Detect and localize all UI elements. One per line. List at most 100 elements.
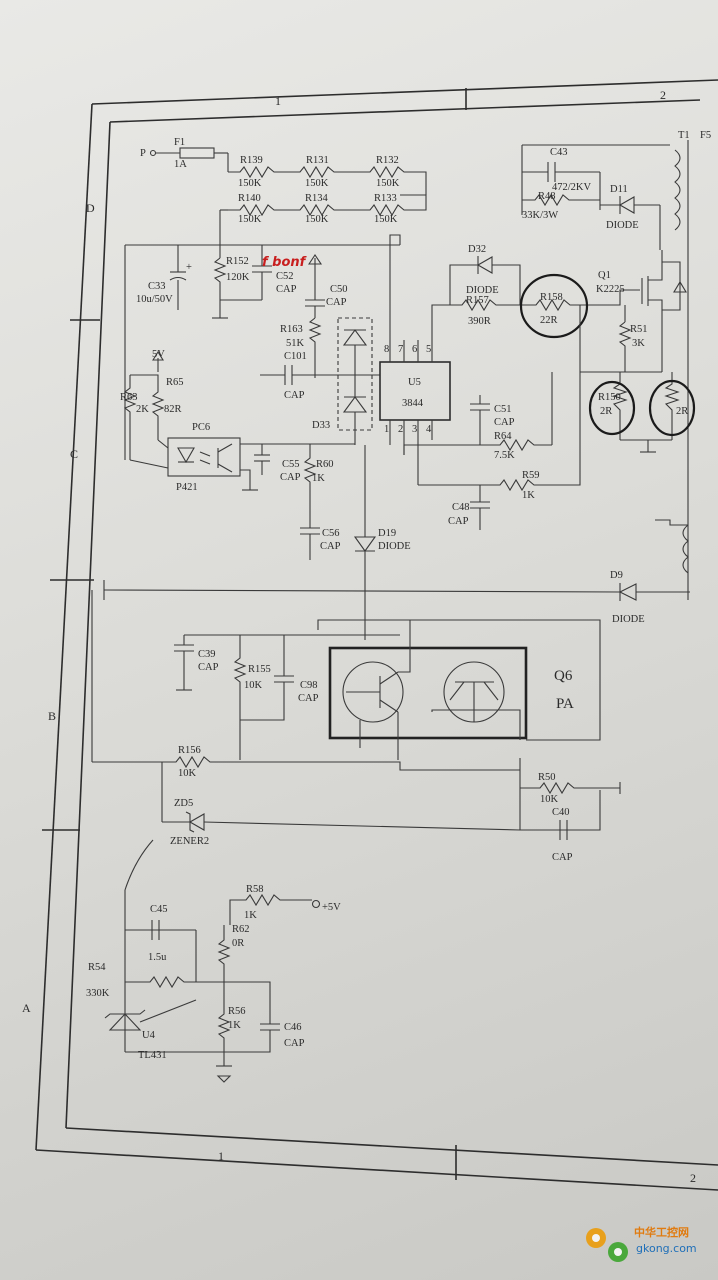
u5-ref: U5 (408, 377, 421, 388)
handwritten-note: f bonf (262, 255, 308, 270)
c45-value: 1.5u (148, 952, 167, 963)
c46-ref: C46 (284, 1022, 302, 1033)
rc-section-b: C39 CAP R155 10K C98 CAP (174, 634, 400, 760)
fuse-ref: F1 (174, 137, 185, 148)
pc6-value: P421 (176, 482, 198, 493)
r158-value: 22R (540, 315, 558, 326)
startup-section: + C33 10u/50V R152 120K C52 CAP f bonf C… (124, 244, 400, 460)
hand-circle-r150 (588, 380, 636, 436)
hand-circle-r158 (519, 273, 589, 339)
d9-value: DIODE (612, 614, 645, 625)
fuse-value: 1A (174, 159, 187, 170)
grid-left-C: C (70, 447, 78, 461)
svg-text:+: + (186, 262, 192, 273)
r58-ref: R58 (246, 884, 264, 895)
d9-section: D9 DIODE (103, 519, 690, 625)
u4-ref: U4 (142, 1030, 156, 1041)
c39-ref: C39 (198, 649, 216, 660)
c48-ref: C48 (452, 502, 470, 513)
grid-bottom-1: 1 (218, 1149, 224, 1163)
u5-value: 3844 (402, 398, 424, 409)
grid-top-1: 1 (275, 94, 281, 108)
r131-value: 150K (305, 178, 329, 189)
r-82-value: 82R (164, 404, 182, 415)
c39-value: CAP (198, 662, 219, 673)
r62-ref: R62 (232, 924, 250, 935)
optocoupler-section: 5V R65 R63 2K 82R PC6 P421 C55 CAP R60 1… (120, 349, 355, 520)
q1-ref: Q1 (598, 270, 611, 281)
sheet-frame (35, 79, 718, 1191)
d19-ref: D19 (378, 528, 396, 539)
c50-value: CAP (326, 297, 347, 308)
r132-ref: R132 (376, 155, 399, 166)
c55-ref: C55 (282, 459, 300, 470)
r152-ref: R152 (226, 256, 249, 267)
c101-ref: C101 (284, 351, 307, 362)
d33-ref: D33 (312, 420, 330, 431)
r58-value: 1K (244, 910, 257, 921)
grid-left-A: A (22, 1001, 31, 1015)
r59-value: 1K (522, 490, 535, 501)
r54-ref: R54 (88, 962, 106, 973)
watermark: 中华工控网 gkong.com (586, 1225, 697, 1262)
c56-value: CAP (320, 541, 341, 552)
r140-ref: R140 (238, 193, 261, 204)
d19-section: C56 CAP D19 DIODE (300, 445, 411, 640)
r156-value: 10K (178, 768, 197, 779)
c51-value: CAP (494, 417, 515, 428)
current-sense-section: R150 2R 2R (588, 372, 696, 453)
r139-ref: R139 (240, 155, 263, 166)
grid-top-2: 2 (660, 88, 666, 102)
c46-value: CAP (284, 1038, 305, 1049)
snubber-section: C43 472/2KV R48 33K/3W D11 DIODE T1 F5 (521, 130, 711, 600)
r63-value: 2K (136, 404, 149, 415)
power-in-label: P (140, 148, 146, 159)
u5-pin-3: 3 (412, 424, 417, 435)
feedback-rc-section: C51 CAP R64 7.5K R59 1K C48 CAP (403, 372, 581, 530)
r156-ref: R156 (178, 745, 201, 756)
r152-value: 120K (226, 272, 250, 283)
t1-ref: T1 (678, 130, 690, 141)
r139-value: 150K (238, 178, 262, 189)
c101-value: CAP (284, 390, 305, 401)
fuse-f1 (179, 147, 215, 159)
r64-ref: R64 (494, 431, 512, 442)
tl431-section: C45 1.5u R54 330K R58 1K +5V R62 0R C46 … (86, 839, 341, 1083)
c56-ref: C56 (322, 528, 340, 539)
hand-circle-r-right (648, 379, 696, 437)
c51-ref: C51 (494, 404, 512, 415)
u5-pin-7: 7 (398, 344, 403, 355)
r134-value: 150K (305, 214, 329, 225)
zd5-ref: ZD5 (174, 798, 193, 809)
c48-value: CAP (448, 516, 469, 527)
d32-value: DIODE (466, 285, 499, 296)
grid-labels: 1 2 1 2 D C B A (22, 88, 696, 1185)
f5-ref: F5 (700, 130, 711, 141)
c33-ref: C33 (148, 281, 166, 292)
pc6-ref: PC6 (192, 422, 210, 433)
zd5-value: ZENER2 (170, 836, 209, 847)
grid-left-D: D (86, 201, 95, 215)
r134-ref: R134 (305, 193, 329, 204)
r163-ref: R163 (280, 324, 303, 335)
grid-bottom-2: 2 (690, 1171, 696, 1185)
r63-ref: R63 (120, 392, 138, 403)
watermark-url: gkong.com (636, 1242, 697, 1255)
c43-ref: C43 (550, 147, 568, 158)
c40-ref: C40 (552, 807, 570, 818)
v5-a-label: 5V (152, 349, 165, 360)
r133-ref: R133 (374, 193, 397, 204)
q1-value: K2225 (596, 284, 625, 295)
c50-ref: C50 (330, 284, 348, 295)
u5-controller: U5 3844 8 7 6 5 1 2 3 4 (379, 234, 451, 485)
r48-ref: R48 (538, 191, 556, 202)
r60-value: 1K (312, 473, 325, 484)
q6-transistor-pair: Q6 PA (317, 619, 601, 760)
r48-value: 33K/3W (522, 210, 558, 221)
c98-value: CAP (298, 693, 319, 704)
u5-pin-4: 4 (426, 424, 432, 435)
r50-value: 10K (540, 794, 559, 805)
pc6-body (167, 437, 241, 477)
c52-ref: C52 (276, 271, 294, 282)
